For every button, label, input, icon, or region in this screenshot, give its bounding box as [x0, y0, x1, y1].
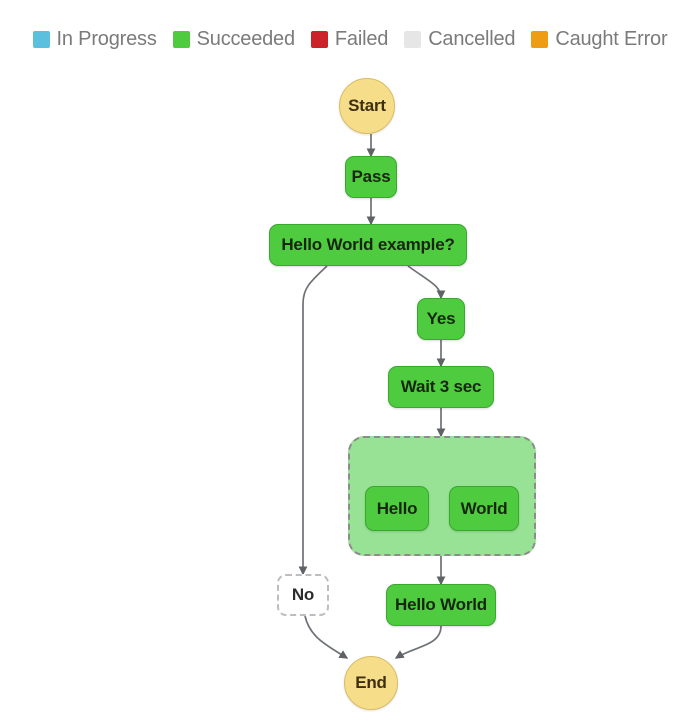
node-no-label: No [291, 585, 315, 604]
node-hello-world[interactable]: Hello World [386, 584, 496, 626]
node-start-label: Start [348, 96, 386, 115]
edge-helloworld-end [394, 625, 442, 659]
legend-label-succeeded: Succeeded [196, 27, 295, 50]
legend-item-caught-error: Caught Error [531, 27, 668, 51]
node-pass[interactable]: Pass [345, 156, 397, 198]
legend-swatch-caught-error [531, 30, 549, 48]
node-start[interactable]: Start [339, 78, 395, 134]
node-end-label: End [355, 673, 387, 692]
node-wait-label: Wait 3 sec [400, 377, 482, 396]
legend-item-in-progress: In Progress [32, 27, 157, 51]
node-world[interactable]: World [449, 486, 519, 531]
workflow-graph[interactable]: Start Pass Hello World example? Yes Wait… [0, 56, 700, 722]
edge-choice-yes [407, 265, 446, 300]
node-world-label: World [460, 498, 508, 518]
node-yes-label: Yes [426, 309, 456, 328]
legend-label-in-progress: In Progress [56, 27, 157, 50]
edge-no-end [304, 615, 349, 659]
node-hello[interactable]: Hello [365, 486, 429, 531]
node-wait[interactable]: Wait 3 sec [388, 366, 494, 408]
legend-item-succeeded: Succeeded [172, 27, 295, 51]
node-yes[interactable]: Yes [417, 298, 465, 340]
node-choice-label: Hello World example? [281, 235, 455, 254]
legend-label-cancelled: Cancelled [428, 27, 516, 50]
legend-swatch-in-progress [32, 30, 50, 48]
legend-swatch-failed [310, 30, 328, 48]
legend-item-failed: Failed [310, 27, 389, 51]
node-no[interactable]: No [277, 574, 329, 616]
status-legend: In Progress Succeeded Failed Cancelled C… [0, 22, 700, 56]
legend-item-cancelled: Cancelled [404, 27, 516, 51]
node-pass-label: Pass [351, 167, 391, 186]
node-end[interactable]: End [344, 656, 398, 710]
legend-label-failed: Failed [334, 27, 389, 50]
node-choice[interactable]: Hello World example? [269, 224, 467, 266]
node-hello-world-label: Hello World [395, 595, 487, 614]
legend-swatch-cancelled [404, 30, 422, 48]
legend-label-caught-error: Caught Error [555, 27, 668, 50]
node-hello-label: Hello [376, 498, 418, 518]
edge-choice-no [298, 265, 328, 576]
legend-swatch-succeeded [172, 30, 190, 48]
